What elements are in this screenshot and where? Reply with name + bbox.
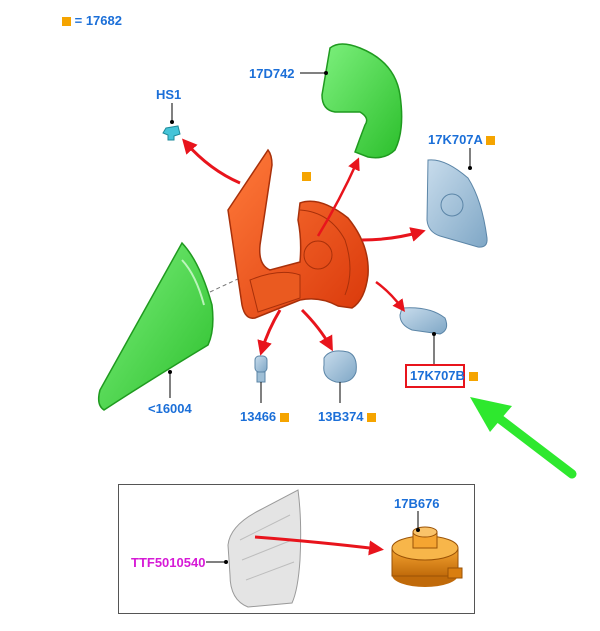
bulb-part[interactable] — [254, 355, 268, 383]
marker-17K707A — [486, 136, 496, 145]
door-panel-part[interactable] — [227, 489, 302, 608]
label-17K707B[interactable]: 17K707B — [410, 368, 465, 384]
marker-13466 — [279, 413, 289, 422]
label-13B374[interactable]: 13B374 — [318, 409, 377, 425]
label-17K707B-text: 17K707B — [410, 368, 465, 383]
label-16004[interactable]: <16004 — [148, 401, 192, 416]
arrow-to-17K707B — [375, 280, 406, 312]
label-13B374-text: 13B374 — [318, 409, 364, 424]
mirror-cap-part[interactable] — [321, 43, 403, 159]
mirror-glass-lower-part[interactable] — [399, 307, 448, 335]
label-17K707A[interactable]: 17K707A — [428, 132, 496, 148]
label-13466-text: 13466 — [240, 409, 277, 424]
mirror-housing-assembly[interactable] — [227, 148, 369, 319]
kit-inset-frame — [118, 484, 475, 614]
leader-dot-17D742 — [324, 71, 328, 75]
arrow-to-hs1 — [182, 138, 241, 185]
marker-17K707B — [469, 372, 478, 381]
mirror-glass-main-part[interactable] — [97, 241, 214, 411]
dashed-link-16004 — [209, 277, 241, 293]
arrow-to-17D742 — [316, 157, 360, 237]
leader-dot-17B676 — [416, 528, 420, 532]
marker-housing — [302, 172, 311, 181]
label-17D742[interactable]: 17D742 — [249, 66, 295, 81]
highlight-box-17K707B — [405, 364, 465, 388]
lamp-part[interactable] — [323, 350, 357, 383]
leader-dot-hs1 — [170, 120, 174, 124]
legend-text: = 17682 — [74, 13, 122, 28]
arrow-to-17K707A — [361, 227, 426, 242]
marker-13B374 — [367, 413, 377, 422]
legend-marker — [62, 17, 71, 26]
label-17B676[interactable]: 17B676 — [394, 496, 440, 511]
mirror-glass-upper-part[interactable] — [426, 159, 488, 248]
arrow-to-17B676 — [254, 535, 384, 556]
motor-part[interactable] — [391, 526, 463, 587]
label-hs1[interactable]: HS1 — [156, 87, 182, 102]
arrow-to-13B374 — [300, 308, 333, 352]
label-17K707A-text: 17K707A — [428, 132, 483, 147]
hs1-clip-part[interactable] — [162, 125, 181, 141]
legend: = 17682 — [62, 13, 122, 28]
green-pointer-arrow — [470, 397, 577, 479]
leader-dot-17K707B — [432, 332, 436, 336]
arrow-to-13466 — [257, 309, 282, 356]
leader-dot-16004 — [168, 370, 172, 374]
label-ttf-kit[interactable]: TTF5010540 — [131, 555, 206, 570]
leader-dot-17K707A — [468, 166, 472, 170]
label-13466[interactable]: 13466 — [240, 409, 289, 425]
